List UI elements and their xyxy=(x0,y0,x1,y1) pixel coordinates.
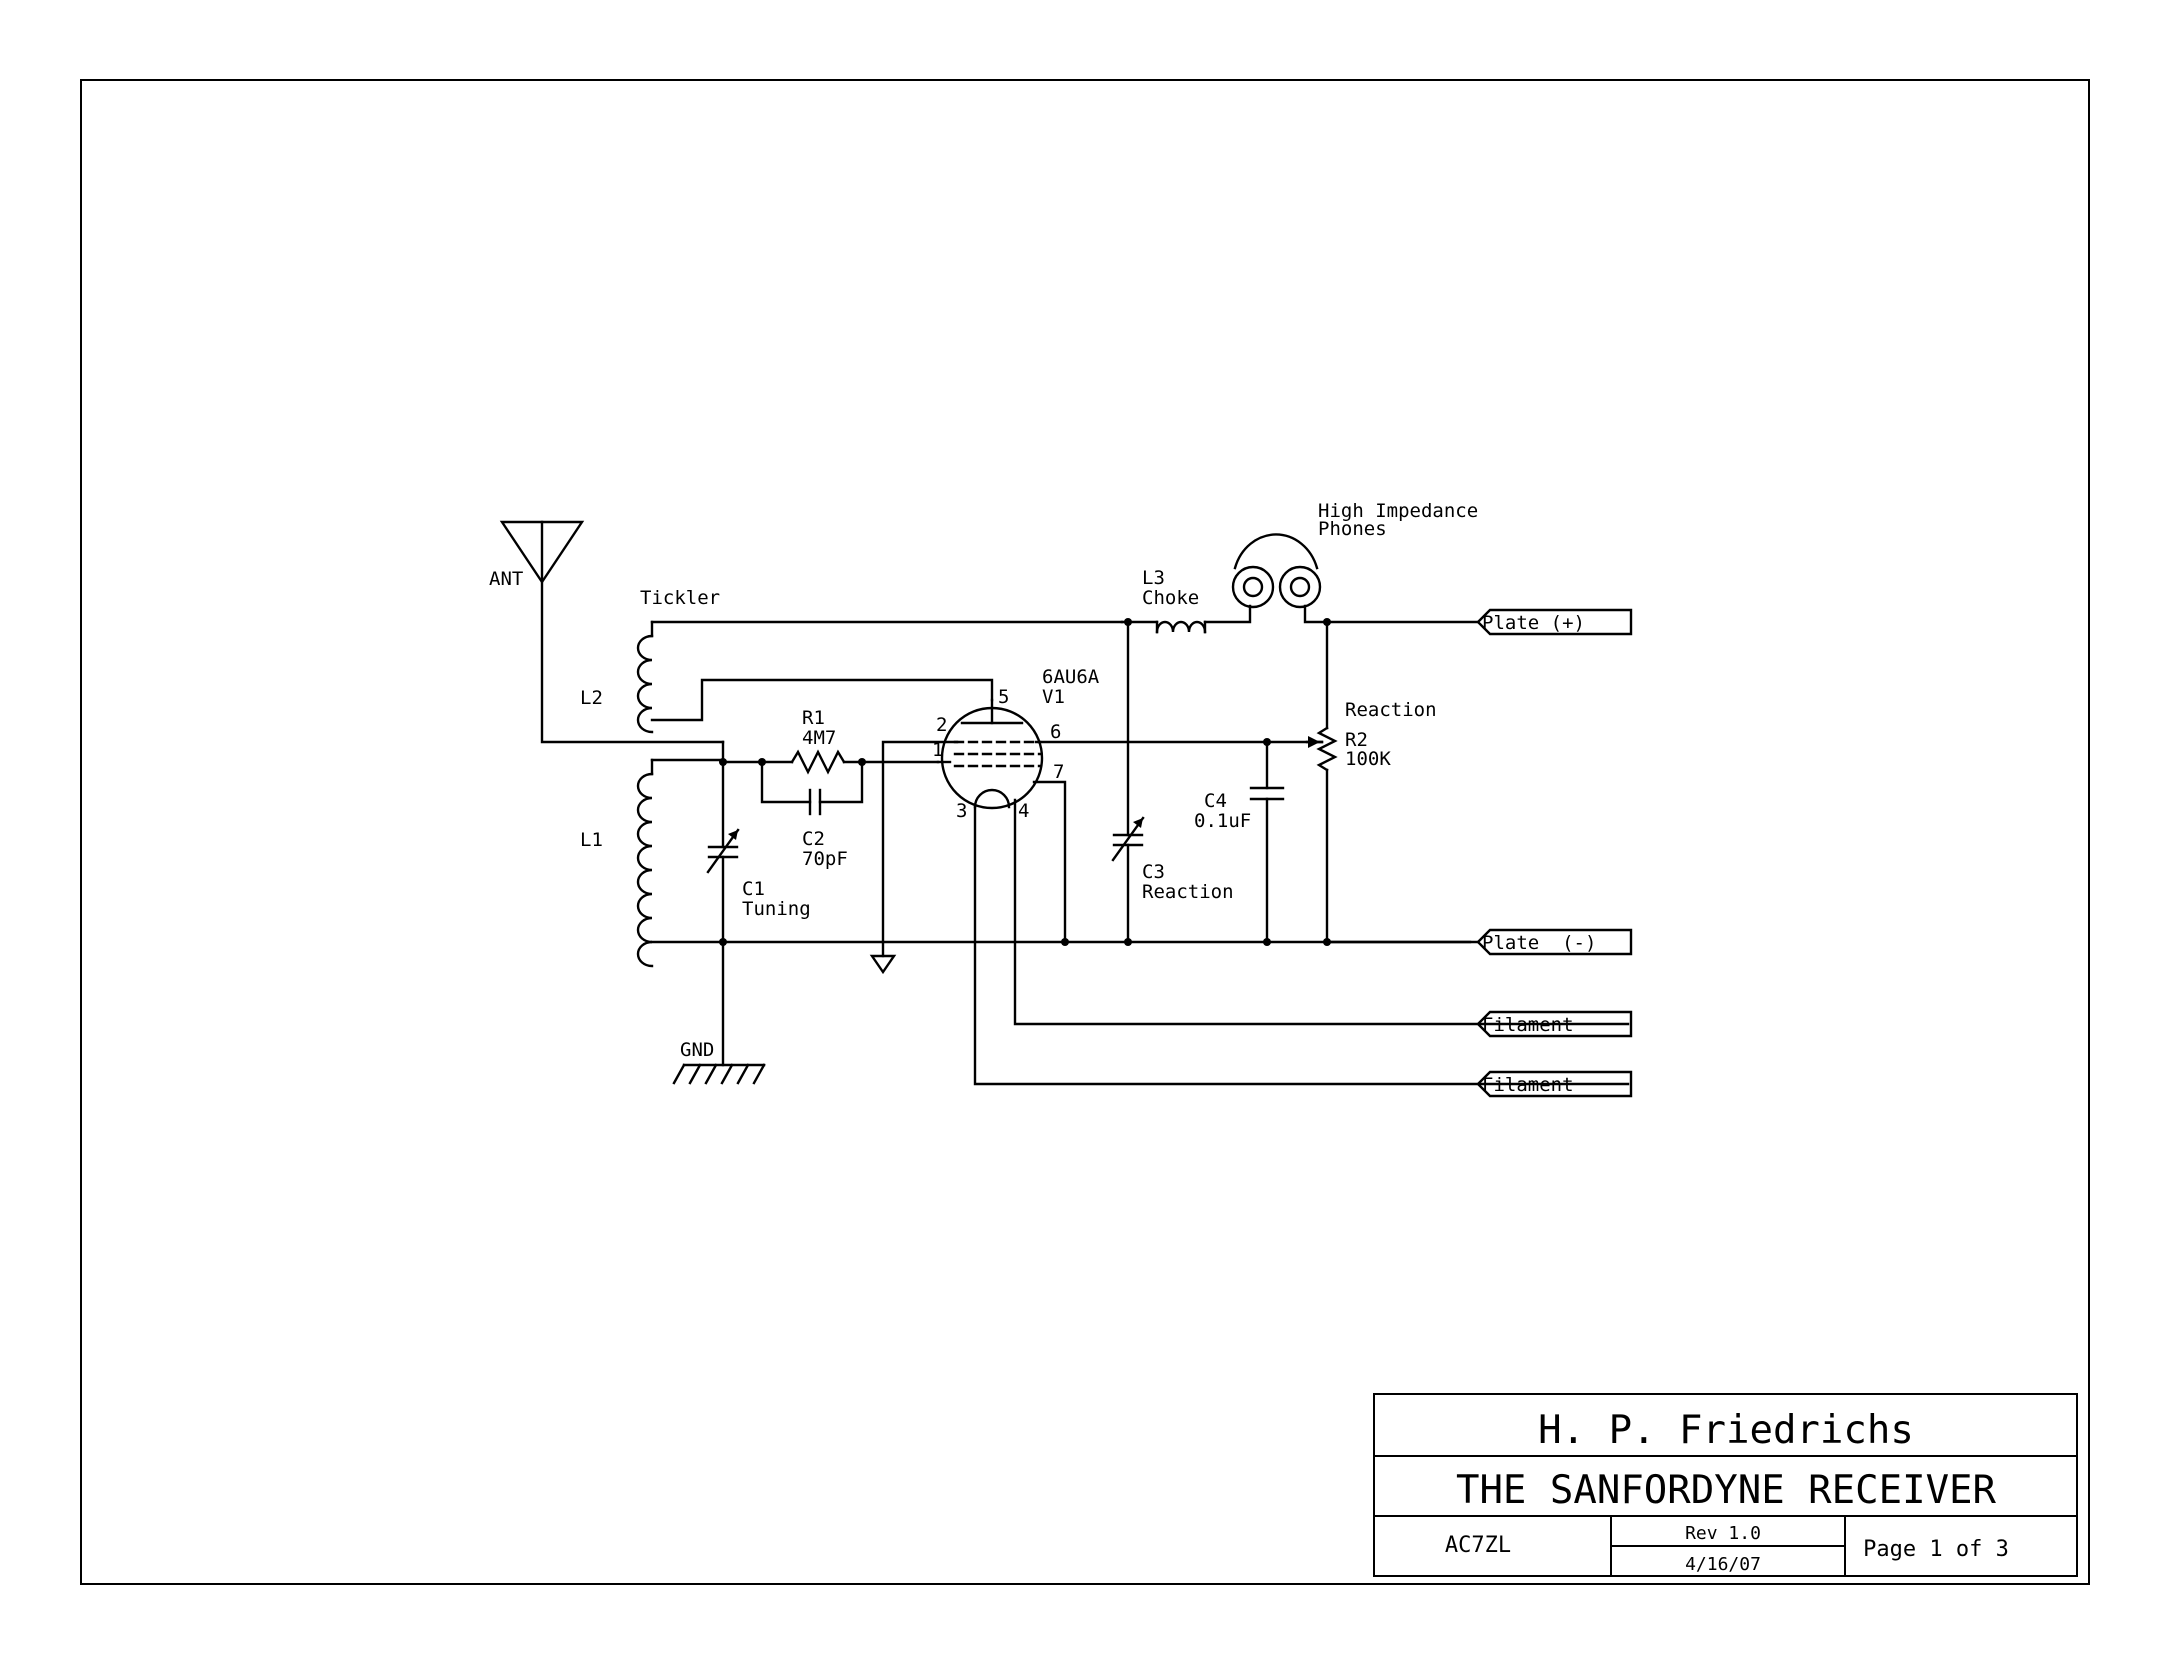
c1-name-label: Tuning xyxy=(742,898,811,920)
title-block: H. P. Friedrichs THE SANFORDYNE RECEIVER… xyxy=(1373,1393,2078,1577)
title-block-author: H. P. Friedrichs xyxy=(1538,1408,1914,1453)
pin7-label: 7 xyxy=(1053,761,1064,783)
r2-ref-label: R2 xyxy=(1345,729,1368,751)
gnd-label: GND xyxy=(680,1039,714,1061)
capacitor-c4 xyxy=(1249,740,1285,944)
r1-val-label: 4M7 xyxy=(802,727,836,749)
c3-ref-label: C3 xyxy=(1142,861,1165,883)
junction-dots xyxy=(719,618,1331,946)
l1-label: L1 xyxy=(580,829,603,851)
tube-v1 xyxy=(881,698,1630,1086)
c2-ref-label: C2 xyxy=(802,828,825,850)
antenna-symbol xyxy=(499,520,725,744)
c3-name-label: Reaction xyxy=(1142,881,1234,903)
l3-name-label: Choke xyxy=(1142,587,1199,609)
title-block-page: Page 1 of 3 xyxy=(1863,1537,2009,1562)
port-filament-1-label: Filament xyxy=(1482,1014,1574,1036)
title-block-callsign: AC7ZL xyxy=(1445,1533,1511,1558)
c4-ref-label: C4 xyxy=(1204,790,1227,812)
ant-label: ANT xyxy=(489,568,523,590)
port-plate-neg-label: Plate (-) xyxy=(1482,932,1596,954)
tube-type-label: 6AU6A xyxy=(1042,666,1100,688)
pin5-label: 5 xyxy=(998,686,1009,708)
capacitor-c2 xyxy=(760,760,864,816)
sheet-border xyxy=(80,79,2090,1585)
r2-name-label: Reaction xyxy=(1345,699,1437,721)
port-filament-2-label: Filament xyxy=(1482,1074,1574,1096)
c1-ref-label: C1 xyxy=(742,878,765,900)
phones-line2-label: Phones xyxy=(1318,518,1387,540)
tickler-label: Tickler xyxy=(640,587,720,609)
title-block-title: THE SANFORDYNE RECEIVER xyxy=(1456,1468,1997,1513)
chassis-ground-symbol xyxy=(869,940,897,975)
variable-capacitor-c1 xyxy=(706,740,740,944)
r2-val-label: 100K xyxy=(1345,748,1391,770)
variable-capacitor-c3 xyxy=(1111,620,1145,944)
pin2-label: 2 xyxy=(936,714,947,736)
title-block-date: 4/16/07 xyxy=(1685,1554,1761,1575)
pin3-label: 3 xyxy=(956,800,967,822)
r1-ref-label: R1 xyxy=(802,707,825,729)
port-filament-2: Filament xyxy=(1476,1070,1633,1098)
inductor-l2 xyxy=(636,620,1124,734)
inductor-l3 xyxy=(1120,604,1252,634)
title-block-revision: Rev 1.0 xyxy=(1685,1523,1761,1544)
c2-val-label: 70pF xyxy=(802,848,848,870)
pin1-label: 1 xyxy=(932,739,943,761)
pin4-label: 4 xyxy=(1018,800,1029,822)
port-plate-pos: Plate (+) xyxy=(1476,608,1633,636)
phones-line1-label: High Impedance xyxy=(1318,500,1478,522)
c4-val-label: 0.1uF xyxy=(1194,810,1251,832)
tube-ref-label: V1 xyxy=(1042,686,1065,708)
port-plate-pos-label: Plate (+) xyxy=(1482,612,1585,634)
port-plate-neg: Plate (-) xyxy=(1476,928,1633,956)
headphones-symbol xyxy=(1231,533,1329,624)
resistor-r1 xyxy=(721,749,940,775)
l3-ref-label: L3 xyxy=(1142,567,1165,589)
potentiometer-r2 xyxy=(1305,620,1480,944)
l2-label: L2 xyxy=(580,687,603,709)
port-filament-1: Filament xyxy=(1476,1010,1633,1038)
pin6-label: 6 xyxy=(1050,721,1061,743)
ground-symbol xyxy=(672,940,766,1085)
